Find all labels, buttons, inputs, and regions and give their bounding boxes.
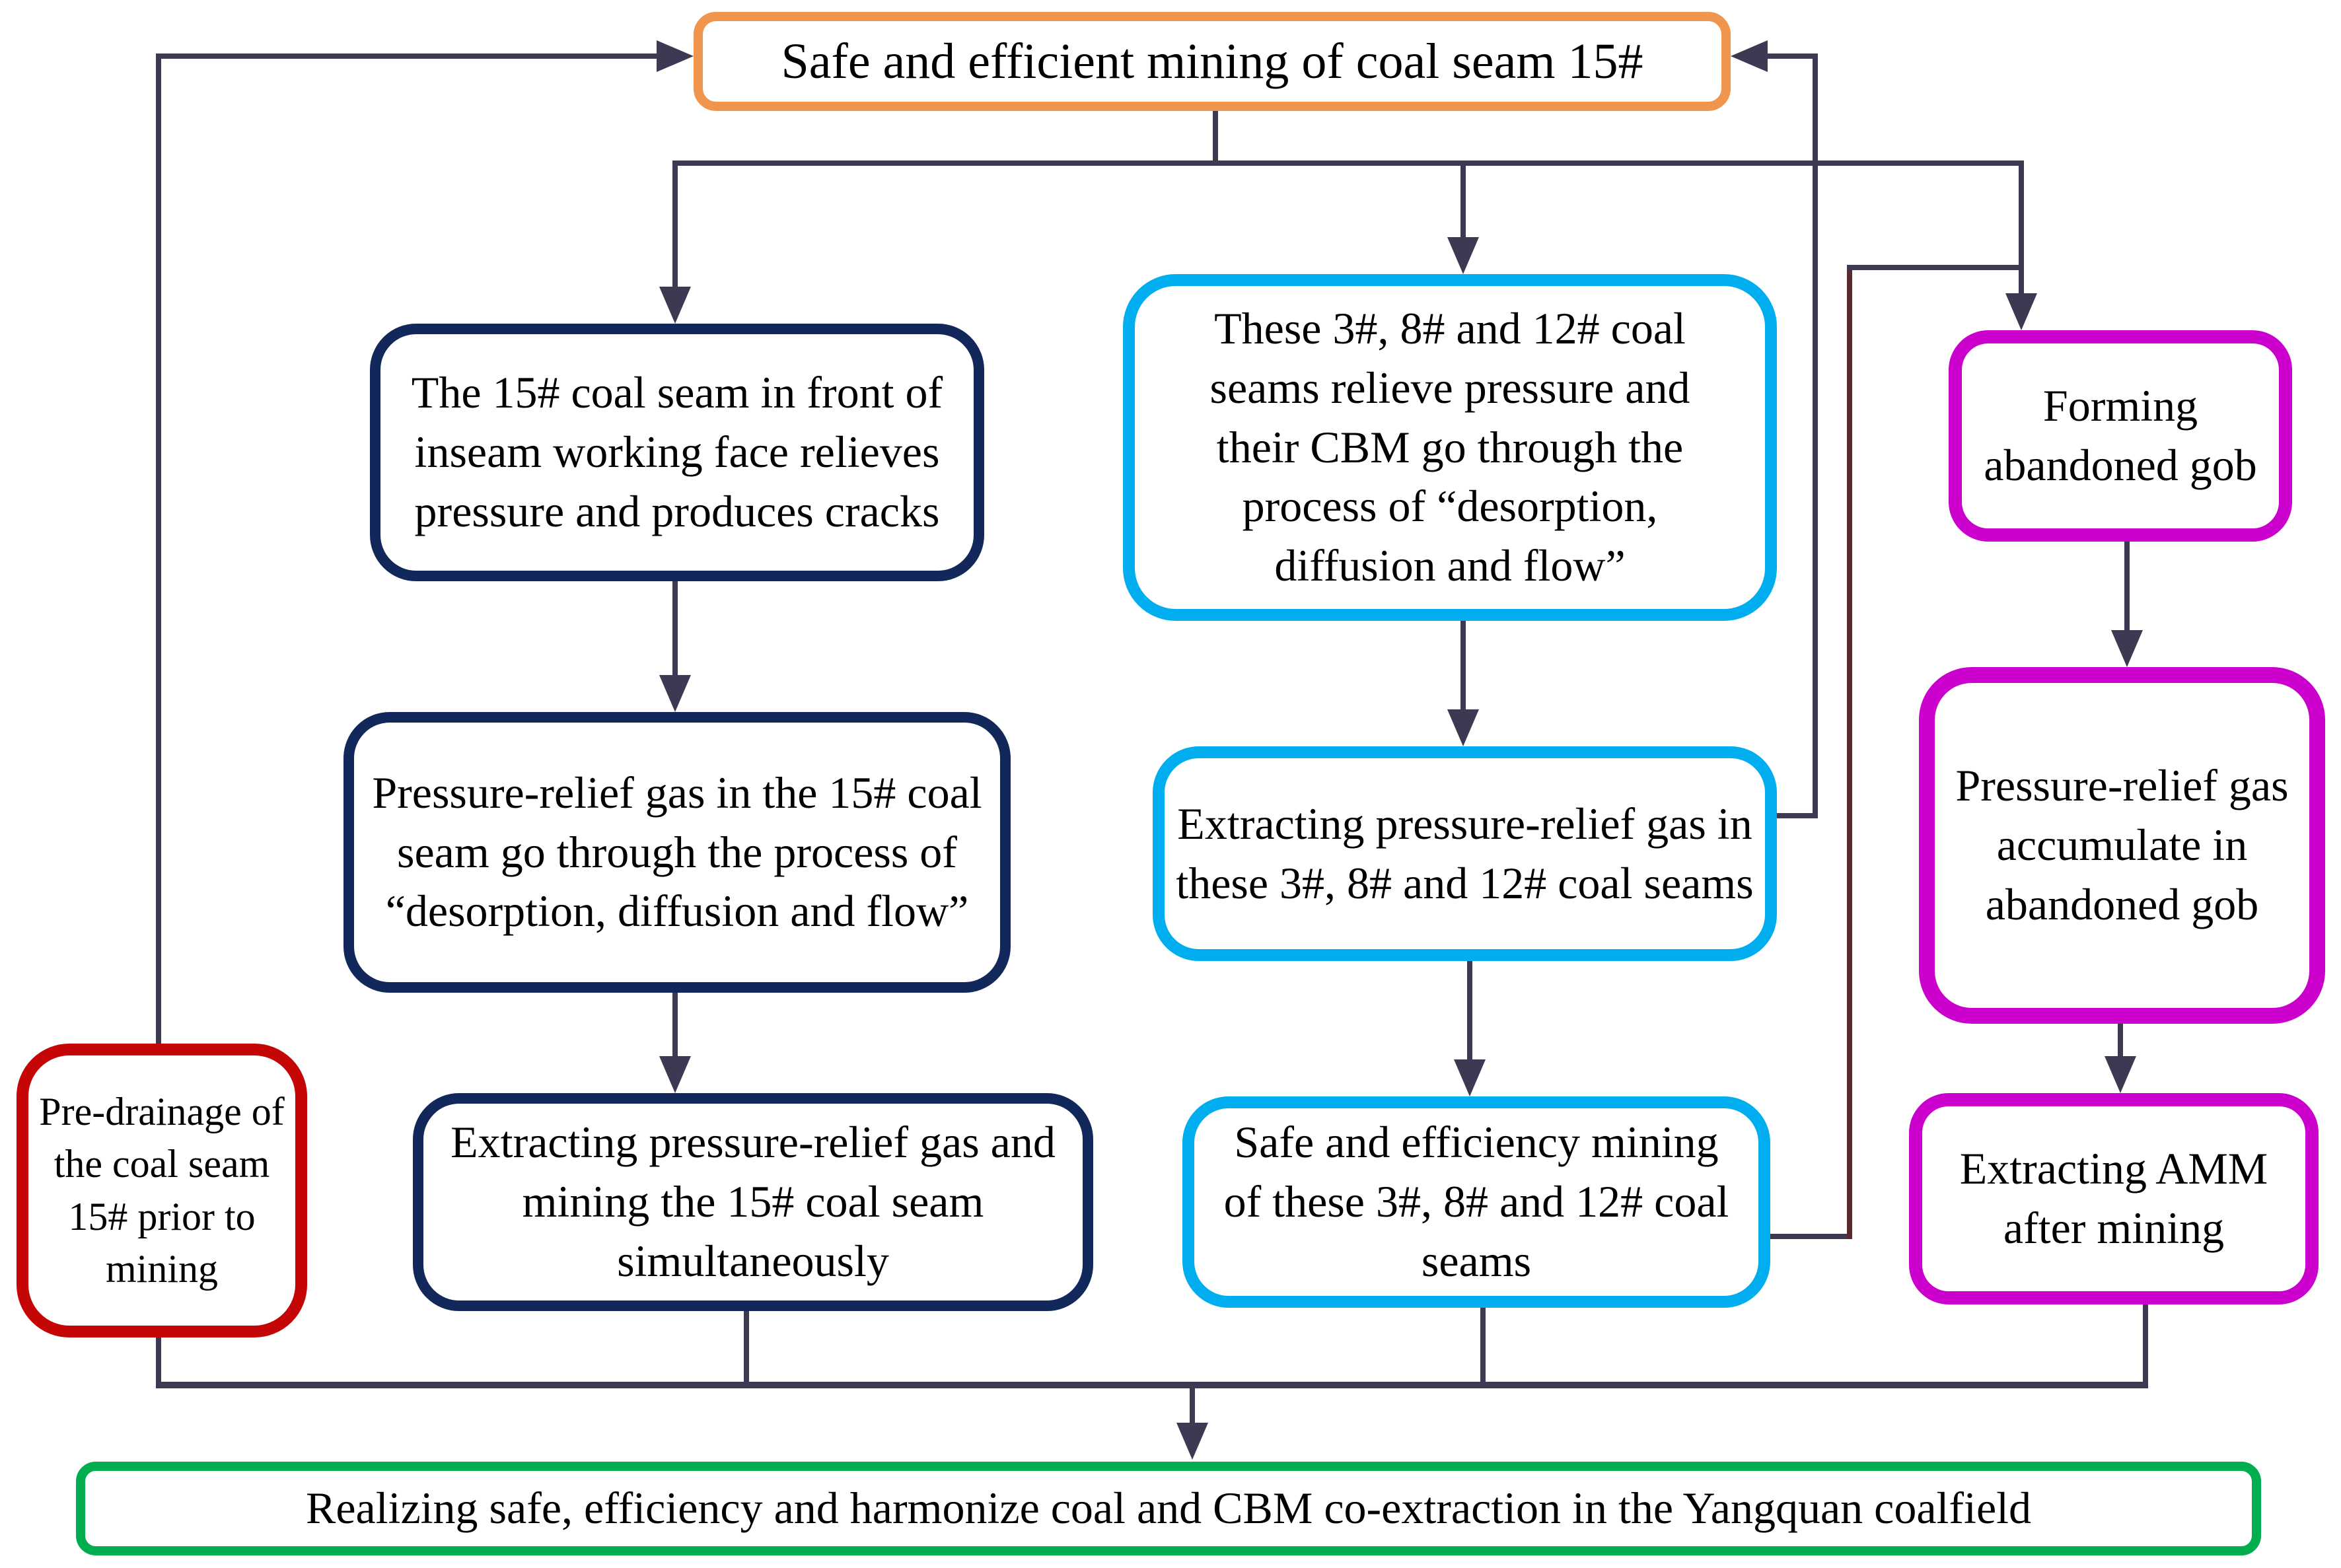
node-3-8-12-seams-relieve-pressure: These 3#, 8# and 12# coal seams relieve …	[1123, 274, 1777, 621]
connector-left3-down-segment	[744, 1311, 749, 1387]
arrowhead-into-left2-icon	[659, 675, 691, 712]
node-15-gas-desorption-diffusion-flow: Pressure-relief gas in the 15# coal seam…	[343, 712, 1011, 993]
arrowhead-into-left3-icon	[659, 1056, 691, 1093]
connector-drop-right1-segment	[2019, 166, 2024, 293]
node-15-seam-relieves-pressure-cracks: The 15# coal seam in front of inseam wor…	[370, 324, 984, 581]
node-mid3-label: Safe and efficiency mining of these 3#, …	[1223, 1117, 1729, 1286]
arrowhead-into-right1-icon	[2005, 293, 2037, 330]
connector-mid2-stub-segment	[1777, 813, 1818, 818]
node-mid1-label: These 3#, 8# and 12# coal seams relieve …	[1209, 303, 1690, 591]
connector-mid3-down-segment	[1480, 1308, 1486, 1387]
node-forming-abandoned-gob: Forming abandoned gob	[1949, 330, 2292, 542]
arrowhead-into-right3-icon	[2105, 1056, 2136, 1093]
node-outcome-label: Realizing safe, efficiency and harmonize…	[305, 1483, 2032, 1534]
node-right1-label: Forming abandoned gob	[1984, 380, 2257, 490]
node-extract-gas-mine-15-simultaneously: Extracting pressure-relief gas and minin…	[413, 1093, 1093, 1311]
connector-collector-drop-segment	[1190, 1386, 1195, 1425]
arrowhead-into-outcome-icon	[1176, 1423, 1208, 1460]
connector-distribution-segment	[672, 160, 2024, 166]
connector-left1-left2-segment	[672, 581, 678, 675]
connector-mid1-mid2-segment	[1460, 621, 1466, 709]
connector-drop-left1-segment	[672, 166, 678, 287]
connector-predrainage-down-segment	[156, 1337, 161, 1387]
node-left3-label: Extracting pressure-relief gas and minin…	[450, 1117, 1056, 1286]
arrowhead-into-mid3-icon	[1454, 1059, 1486, 1096]
connector-left2-left3-segment	[672, 993, 678, 1056]
node-safe-efficiency-mining-3-8-12: Safe and efficiency mining of these 3#, …	[1182, 1096, 1770, 1308]
connector-mid2-mid3-segment	[1467, 961, 1472, 1059]
arrowhead-into-goal-left-icon	[657, 40, 694, 72]
connector-mid3-to-right1-segment	[1847, 265, 2024, 270]
node-goal-safe-efficient-mining-15: Safe and efficient mining of coal seam 1…	[694, 12, 1731, 111]
node-left2-label: Pressure-relief gas in the 15# coal seam…	[372, 767, 982, 937]
connector-mid3-riser-segment	[1847, 265, 1852, 1239]
connector-predrainage-up-segment	[156, 53, 161, 1044]
connector-mid3-stub-segment	[1770, 1234, 1850, 1239]
connector-mid2-to-goal-segment	[1768, 53, 1818, 59]
node-right2-label: Pressure-relief gas accumulate in abando…	[1955, 760, 2289, 929]
connector-right1-right2-segment	[2124, 542, 2130, 630]
arrowhead-into-right2-icon	[2111, 630, 2143, 667]
node-gas-accumulate-abandoned-gob: Pressure-relief gas accumulate in abando…	[1919, 667, 2325, 1024]
connector-right2-right3-segment	[2118, 1024, 2123, 1056]
arrowhead-into-mid2-icon	[1447, 709, 1479, 746]
connector-predrainage-to-goal-segment	[156, 53, 657, 59]
connector-right3-down-segment	[2143, 1304, 2148, 1387]
node-extract-gas-3-8-12-seams: Extracting pressure-relief gas in these …	[1153, 746, 1777, 961]
node-outcome-co-extraction-yangquan: Realizing safe, efficiency and harmonize…	[76, 1462, 2261, 1555]
arrowhead-into-left1-icon	[659, 287, 691, 324]
connector-mid2-up-segment	[1813, 56, 1818, 818]
arrowhead-into-goal-right-icon	[1731, 40, 1768, 72]
connector-collector-segment	[156, 1382, 2148, 1388]
node-pre-drainage-15-prior-mining: Pre-drainage of the coal seam 15# prior …	[17, 1044, 307, 1337]
node-extracting-amm-after-mining: Extracting AMM after mining	[1909, 1093, 2319, 1304]
node-goal-label: Safe and efficient mining of coal seam 1…	[781, 33, 1643, 89]
connector-goal-down-segment	[1213, 111, 1218, 166]
connector-drop-mid1-segment	[1460, 166, 1466, 237]
node-predrainage-label: Pre-drainage of the coal seam 15# prior …	[39, 1090, 285, 1291]
arrowhead-into-mid1-icon	[1447, 237, 1479, 274]
node-left1-label: The 15# coal seam in front of inseam wor…	[411, 367, 943, 536]
node-mid2-label: Extracting pressure-relief gas in these …	[1176, 798, 1754, 908]
node-right3-label: Extracting AMM after mining	[1959, 1143, 2268, 1253]
